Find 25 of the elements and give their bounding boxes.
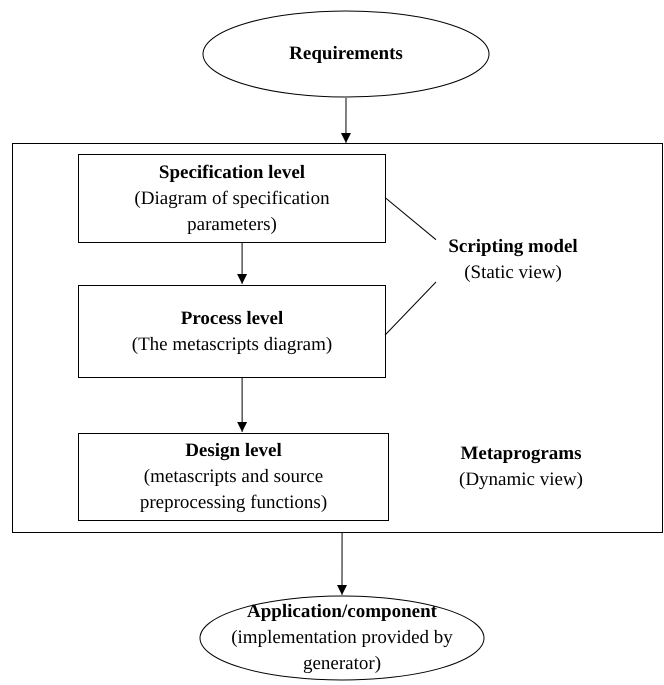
arrow bbox=[237, 376, 248, 432]
node-title: Process level bbox=[180, 306, 284, 330]
node-title: Application/component bbox=[246, 600, 438, 624]
section-sublabel: (Dynamic view) bbox=[459, 468, 583, 492]
node-subtitle: (metascripts and source preprocessing functions) bbox=[138, 465, 328, 515]
node-subtitle: (Diagram of specification parameters) bbox=[133, 186, 331, 236]
ellipse-node bbox=[202, 10, 490, 98]
node-title: Requirements bbox=[288, 42, 404, 66]
process-box bbox=[78, 433, 389, 521]
leader-line bbox=[384, 197, 436, 240]
node-title: Specification level bbox=[158, 160, 306, 184]
node-subtitle: (implementation provided by generator) bbox=[230, 626, 454, 676]
arrow bbox=[237, 242, 248, 284]
node-title: Design level bbox=[184, 439, 283, 463]
node-title: Scripting model bbox=[447, 235, 579, 259]
process-box bbox=[78, 285, 386, 378]
arrow bbox=[337, 532, 347, 596]
ellipse-node bbox=[199, 595, 485, 681]
node-subtitle: (The metascripts diagram) bbox=[130, 332, 334, 356]
arrow bbox=[340, 98, 351, 144]
process-box bbox=[12, 143, 663, 533]
process-box bbox=[78, 154, 386, 243]
leader-line bbox=[384, 282, 436, 336]
node-subtitle: (Static view) bbox=[463, 261, 563, 285]
section-label: Metaprograms bbox=[460, 442, 582, 466]
